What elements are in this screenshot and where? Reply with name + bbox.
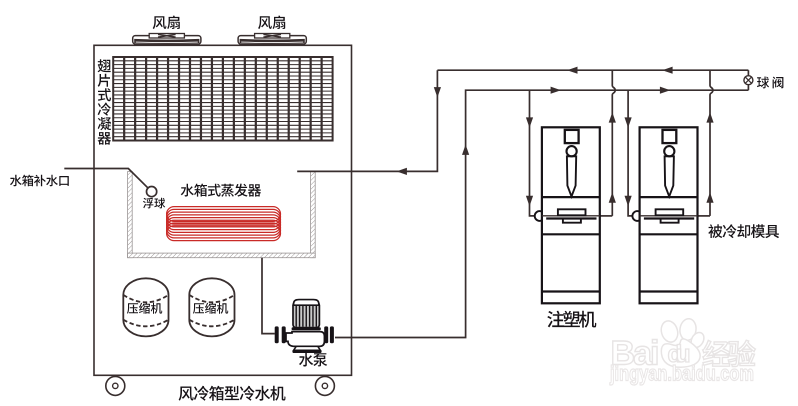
svg-text:du: du [668,341,691,368]
svg-text:jingyan.baidu.com: jingyan.baidu.com [609,363,754,386]
svg-text:Bai: Bai [611,335,660,373]
